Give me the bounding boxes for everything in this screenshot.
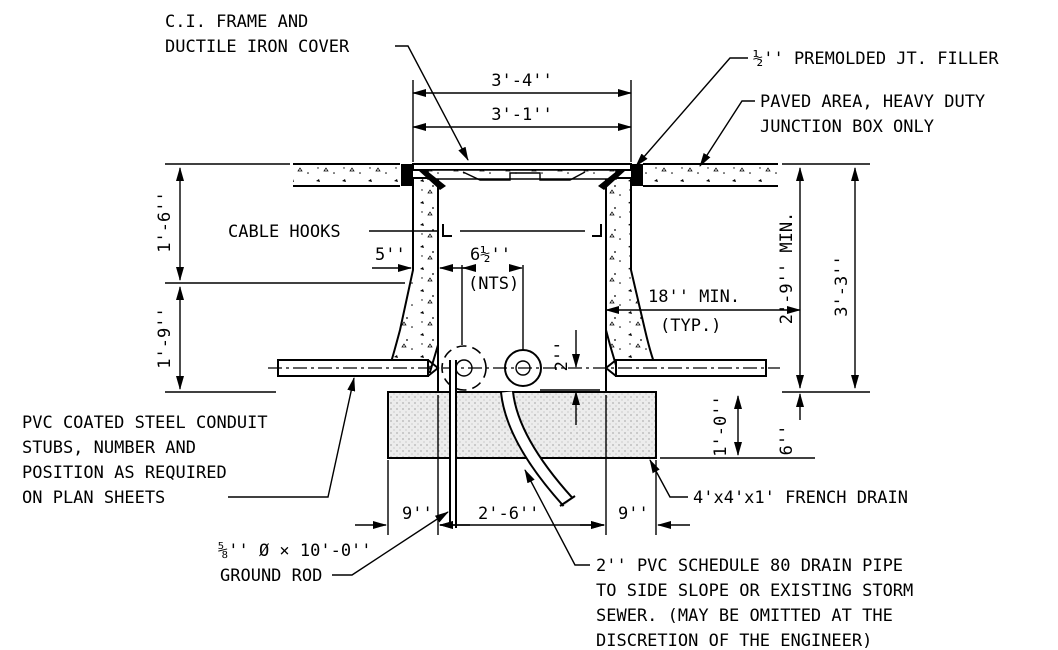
dim-total-depth-text: 3'-3'' <box>832 255 852 316</box>
dim-hook-spacing-note: (NTS) <box>468 274 519 294</box>
dim-drain-center-text: 2'-6'' <box>478 504 539 524</box>
dim-clearance-note: (TYP.) <box>660 316 721 336</box>
cable-hooks <box>442 224 602 237</box>
dim-upper-height-text: 1'-6'' <box>155 191 175 252</box>
label-paved-area-2: JUNCTION BOX ONLY <box>760 117 934 137</box>
frame-and-cover <box>412 163 632 190</box>
leader-french-drain <box>649 459 688 498</box>
joint-filler-right <box>631 164 643 186</box>
dim-conduit-offset-text: 2'' <box>552 341 572 372</box>
joint-filler-left <box>401 164 413 186</box>
label-frame-cover-1: C.I. FRAME AND <box>165 12 308 32</box>
pavement-right <box>643 163 778 187</box>
leader-drain-pipe <box>524 469 590 566</box>
label-drain-pipe-3: SEWER. (MAY BE OMITTED AT THE <box>596 606 893 626</box>
pavement-left <box>293 163 400 187</box>
conduit-stub-right <box>604 359 767 377</box>
dim-drain-extra-text: 6'' <box>777 425 797 456</box>
dim-drain-left-text: 9'' <box>402 504 433 524</box>
drain-pipe <box>500 391 576 507</box>
label-drain-pipe-1: 2'' PVC SCHEDULE 80 DRAIN PIPE <box>596 556 903 576</box>
dim-wall-text: 5'' <box>375 245 406 265</box>
dim-drain-right-text: 9'' <box>618 504 649 524</box>
label-frame-cover-2: DUCTILE IRON COVER <box>165 37 350 57</box>
leader-ground-rod <box>332 511 449 576</box>
label-ground-rod-2: GROUND ROD <box>220 566 322 586</box>
dim-hook-spacing-text: 6½'' <box>470 245 511 265</box>
label-conduit-stubs-2: STUBS, NUMBER AND <box>22 438 196 458</box>
leader-conduit-stubs <box>228 377 356 498</box>
conduit-end-dashed <box>441 345 487 391</box>
label-drain-pipe-2: TO SIDE SLOPE OR EXISTING STORM <box>596 581 913 601</box>
dim-clearance-text: 18'' MIN. <box>648 287 740 307</box>
ground-rod <box>449 360 457 528</box>
label-conduit-stubs-4: ON PLAN SHEETS <box>22 488 165 508</box>
leader-jt-filler <box>635 57 748 167</box>
label-conduit-stubs-3: POSITION AS REQUIRED <box>22 463 227 483</box>
label-paved-area-1: PAVED AREA, HEAVY DUTY <box>760 92 985 112</box>
dim-outer-width-text: 3'-4'' <box>491 71 552 91</box>
label-conduit-stubs-1: PVC COATED STEEL CONDUIT <box>22 413 268 433</box>
label-drain-pipe-4: DISCRETION OF THE ENGINEER) <box>596 631 872 650</box>
label-cable-hooks: CABLE HOOKS <box>228 222 341 242</box>
leader-frame-cover <box>395 45 469 161</box>
label-french-drain: 4'x4'x1' FRENCH DRAIN <box>693 488 908 508</box>
dim-min-depth-text: 2'-9'' MIN. <box>777 212 797 325</box>
leader-paved-area <box>699 100 755 167</box>
label-ground-rod-1: ⅝'' Ø × 10'-0'' <box>218 541 372 561</box>
dim-lower-height-text: 1'-9'' <box>155 307 175 368</box>
dim-drain-depth-text: 1'-0'' <box>711 395 731 456</box>
dim-inner-width-text: 3'-1'' <box>491 105 552 125</box>
label-jt-filler: ½'' PREMOLDED JT. FILLER <box>753 49 999 69</box>
